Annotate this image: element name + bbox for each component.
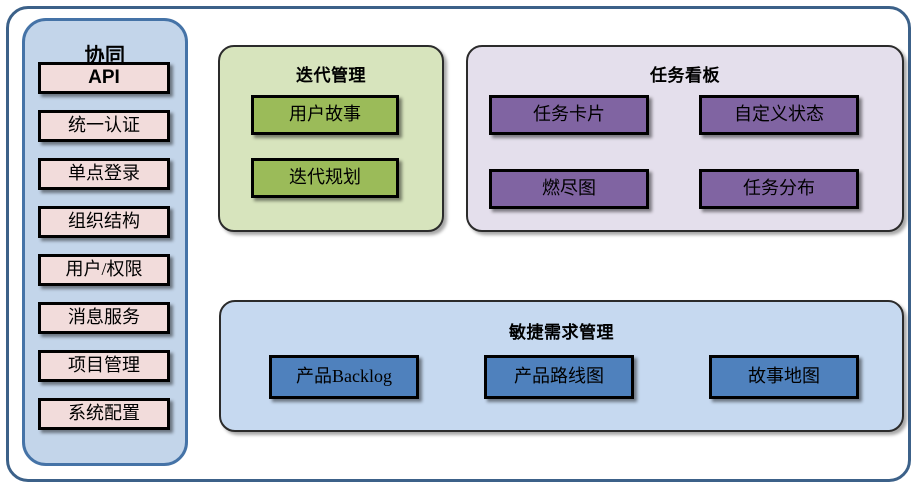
panel-collaboration-title: 协同 (84, 45, 126, 67)
panel-agile-requirement-management-title: 敏捷需求管理 (509, 323, 614, 342)
node-product-backlog[interactable]: 产品Backlog (269, 355, 419, 399)
sidebar-item-message-service[interactable]: 消息服务 (38, 302, 170, 334)
sidebar-item-sso[interactable]: 单点登录 (38, 158, 170, 190)
panel-iteration-management-title: 迭代管理 (296, 66, 366, 85)
sidebar-item-user-permission[interactable]: 用户/权限 (38, 254, 170, 286)
sidebar-item-api[interactable]: API (38, 62, 170, 94)
node-task-distribution[interactable]: 任务分布 (699, 169, 859, 209)
node-burndown-chart[interactable]: 燃尽图 (489, 169, 649, 209)
sidebar-item-org-structure[interactable]: 组织结构 (38, 206, 170, 238)
sidebar-item-project-management[interactable]: 项目管理 (38, 350, 170, 382)
node-custom-status[interactable]: 自定义状态 (699, 95, 859, 135)
sidebar-item-system-config[interactable]: 系统配置 (38, 398, 170, 430)
panel-task-board-title: 任务看板 (650, 66, 720, 85)
sidebar-item-unified-auth[interactable]: 统一认证 (38, 110, 170, 142)
node-iteration-planning[interactable]: 迭代规划 (251, 158, 399, 198)
node-product-roadmap[interactable]: 产品路线图 (484, 355, 634, 399)
node-user-story[interactable]: 用户故事 (251, 95, 399, 135)
node-story-map[interactable]: 故事地图 (709, 355, 859, 399)
node-task-card[interactable]: 任务卡片 (489, 95, 649, 135)
panel-iteration-management[interactable]: 迭代管理 (218, 45, 444, 232)
